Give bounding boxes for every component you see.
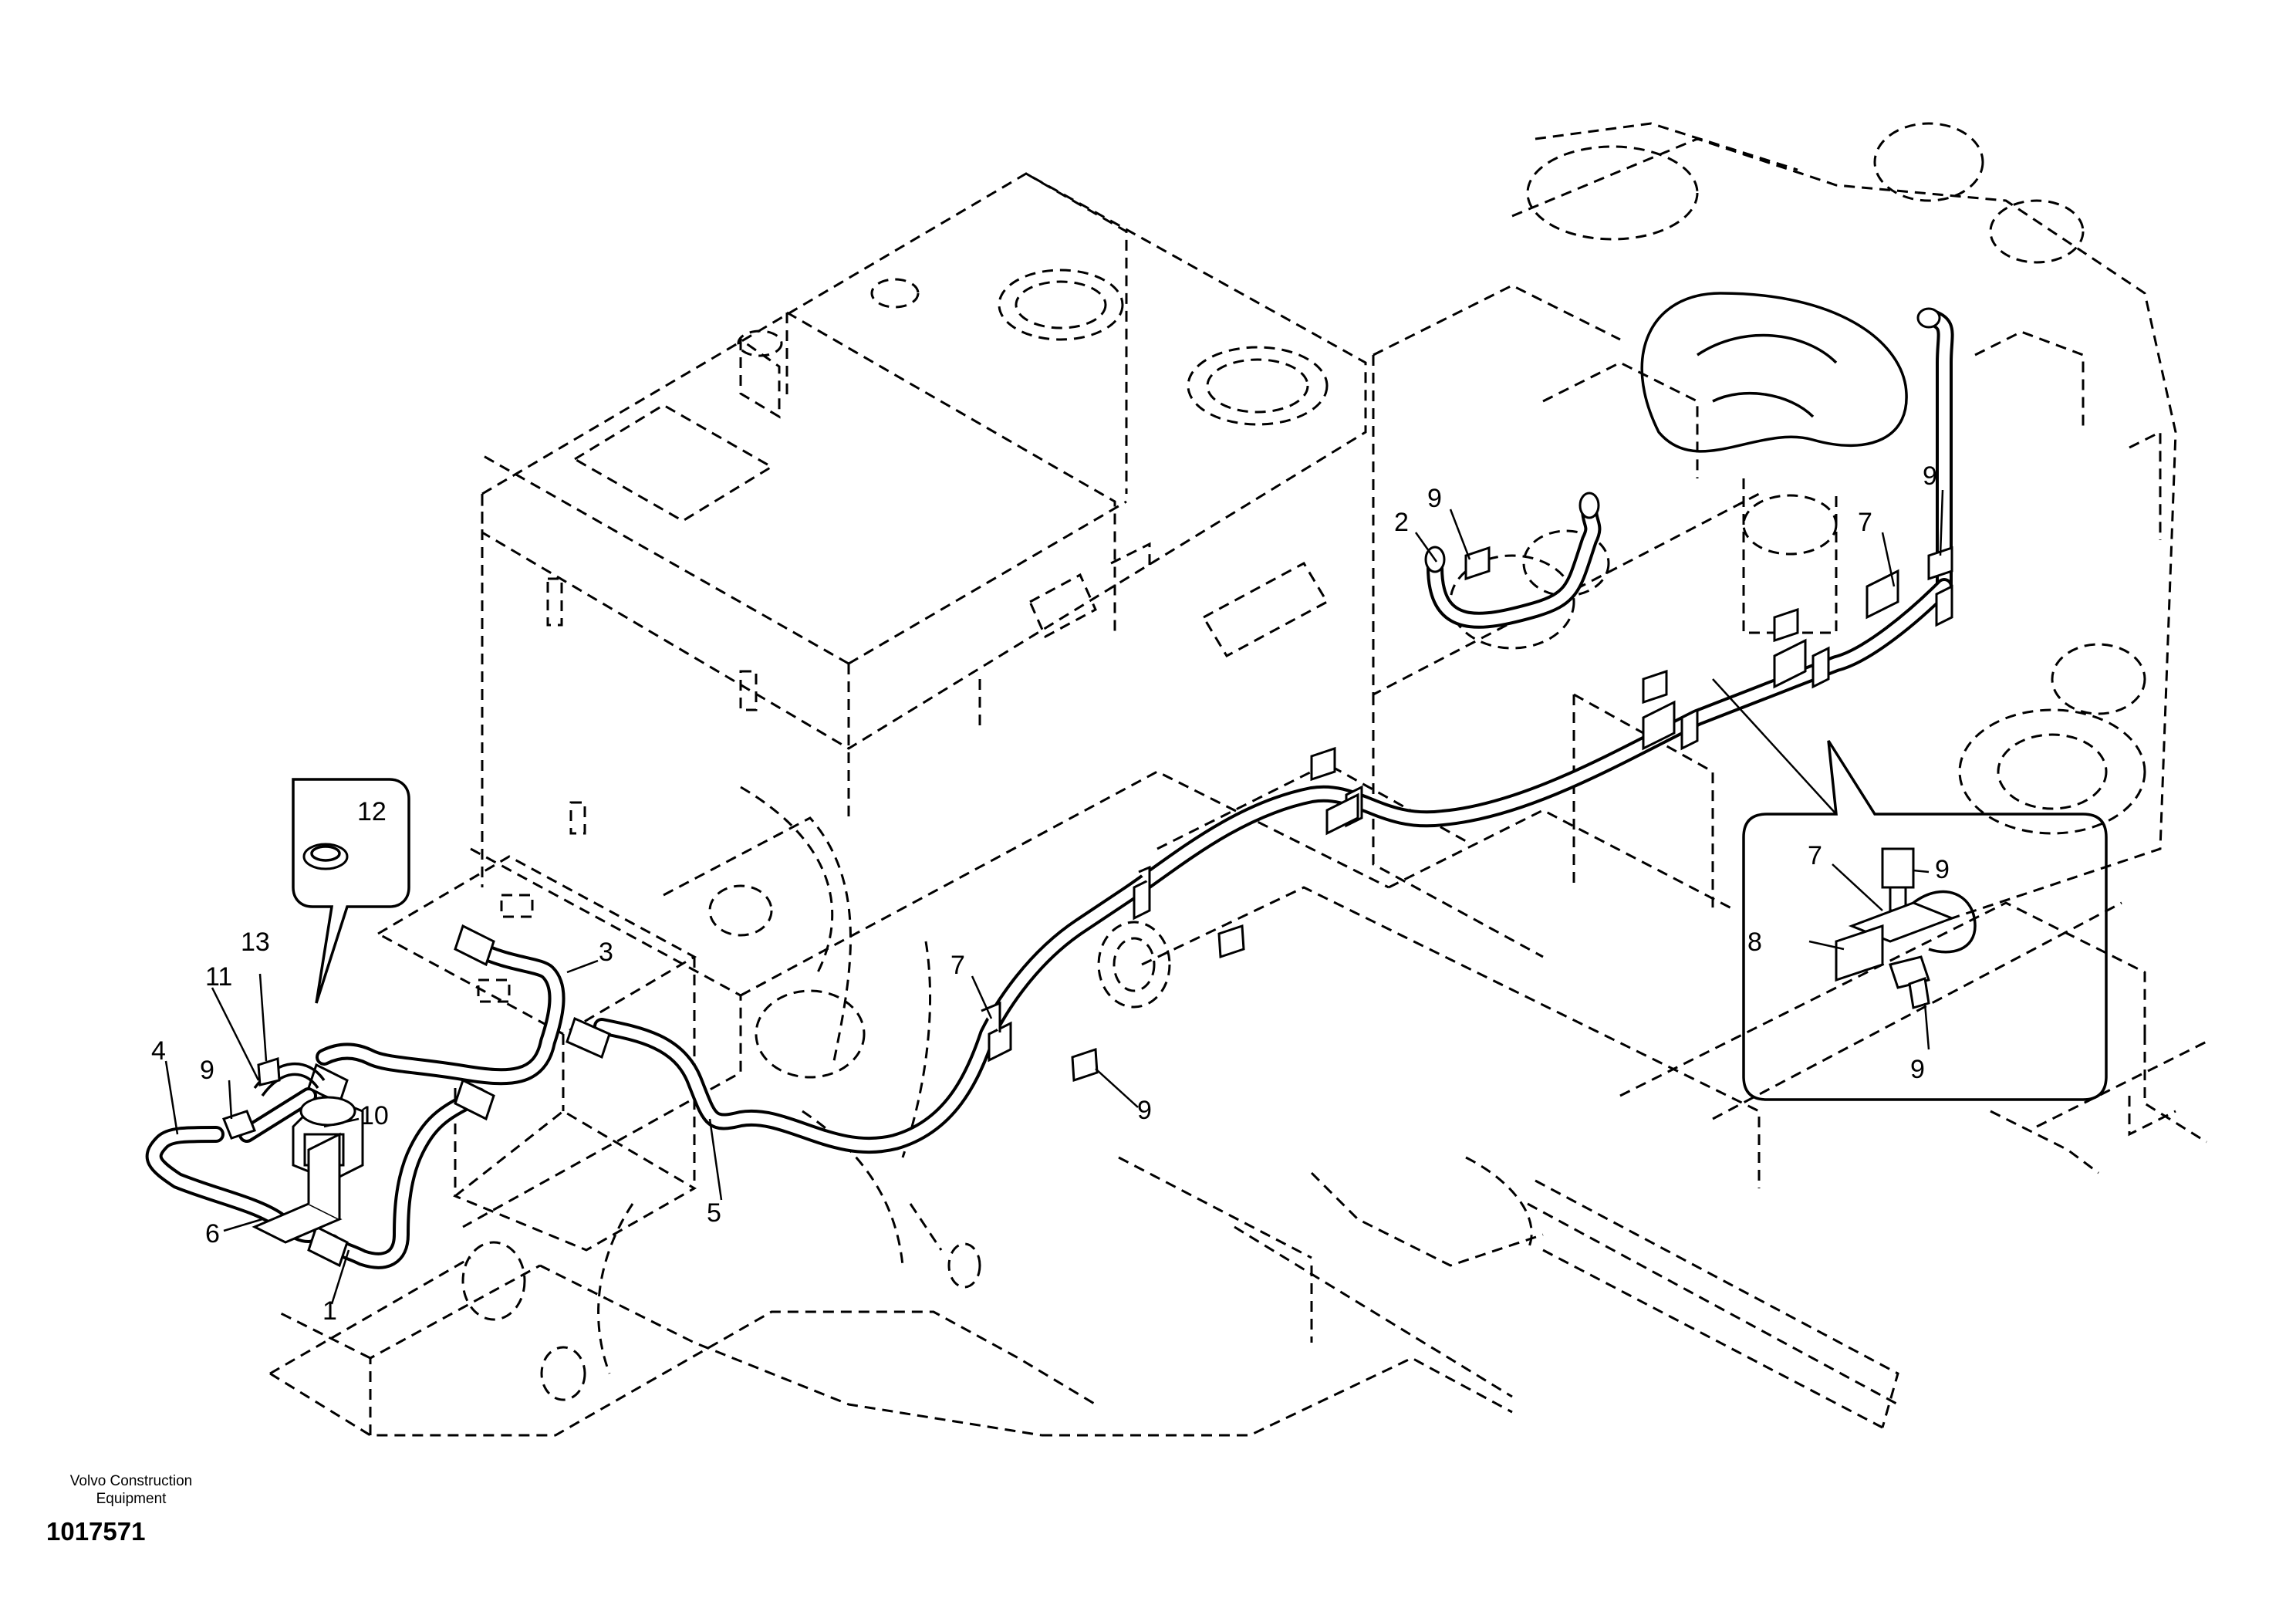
callout-9-engine-right: 9 [1923, 461, 1937, 491]
callout-7-harness: 7 [950, 951, 965, 980]
callout-5: 5 [707, 1198, 721, 1228]
callout-7-detail: 7 [1808, 841, 1822, 870]
leader-lines [164, 489, 1944, 1305]
callout-2: 2 [1394, 508, 1409, 537]
callout-9-engine-left: 9 [1427, 484, 1442, 513]
callout-labels: 1 2 3 4 5 6 7 7 7 8 9 9 9 9 9 9 10 11 12… [151, 461, 1950, 1326]
callout-13: 13 [241, 928, 270, 957]
machine-outline [269, 122, 2207, 1437]
callout-9-switch: 9 [200, 1056, 214, 1085]
callout-11: 11 [205, 962, 232, 992]
callout-10: 10 [360, 1101, 389, 1130]
callout-4: 4 [151, 1036, 166, 1066]
callout-8-detail: 8 [1747, 928, 1762, 957]
manufacturer-line-1: Volvo Construction [69, 1473, 193, 1489]
cable-harness [145, 292, 1954, 1269]
callout-12: 12 [357, 797, 387, 826]
manufacturer-line-2: Equipment [96, 1491, 167, 1507]
callout-9-detail-top: 9 [1935, 855, 1950, 884]
callout-3: 3 [599, 938, 613, 967]
components [222, 546, 2108, 1244]
drawing-number: 1017571 [46, 1517, 146, 1546]
manufacturer-label: Volvo Construction Equipment [31, 1472, 231, 1508]
callout-6: 6 [205, 1219, 220, 1249]
callout-1: 1 [322, 1296, 337, 1326]
callout-9-detail-bottom: 9 [1910, 1055, 1925, 1084]
callout-9-harness: 9 [1137, 1096, 1152, 1125]
callout-7-engine: 7 [1858, 508, 1872, 537]
